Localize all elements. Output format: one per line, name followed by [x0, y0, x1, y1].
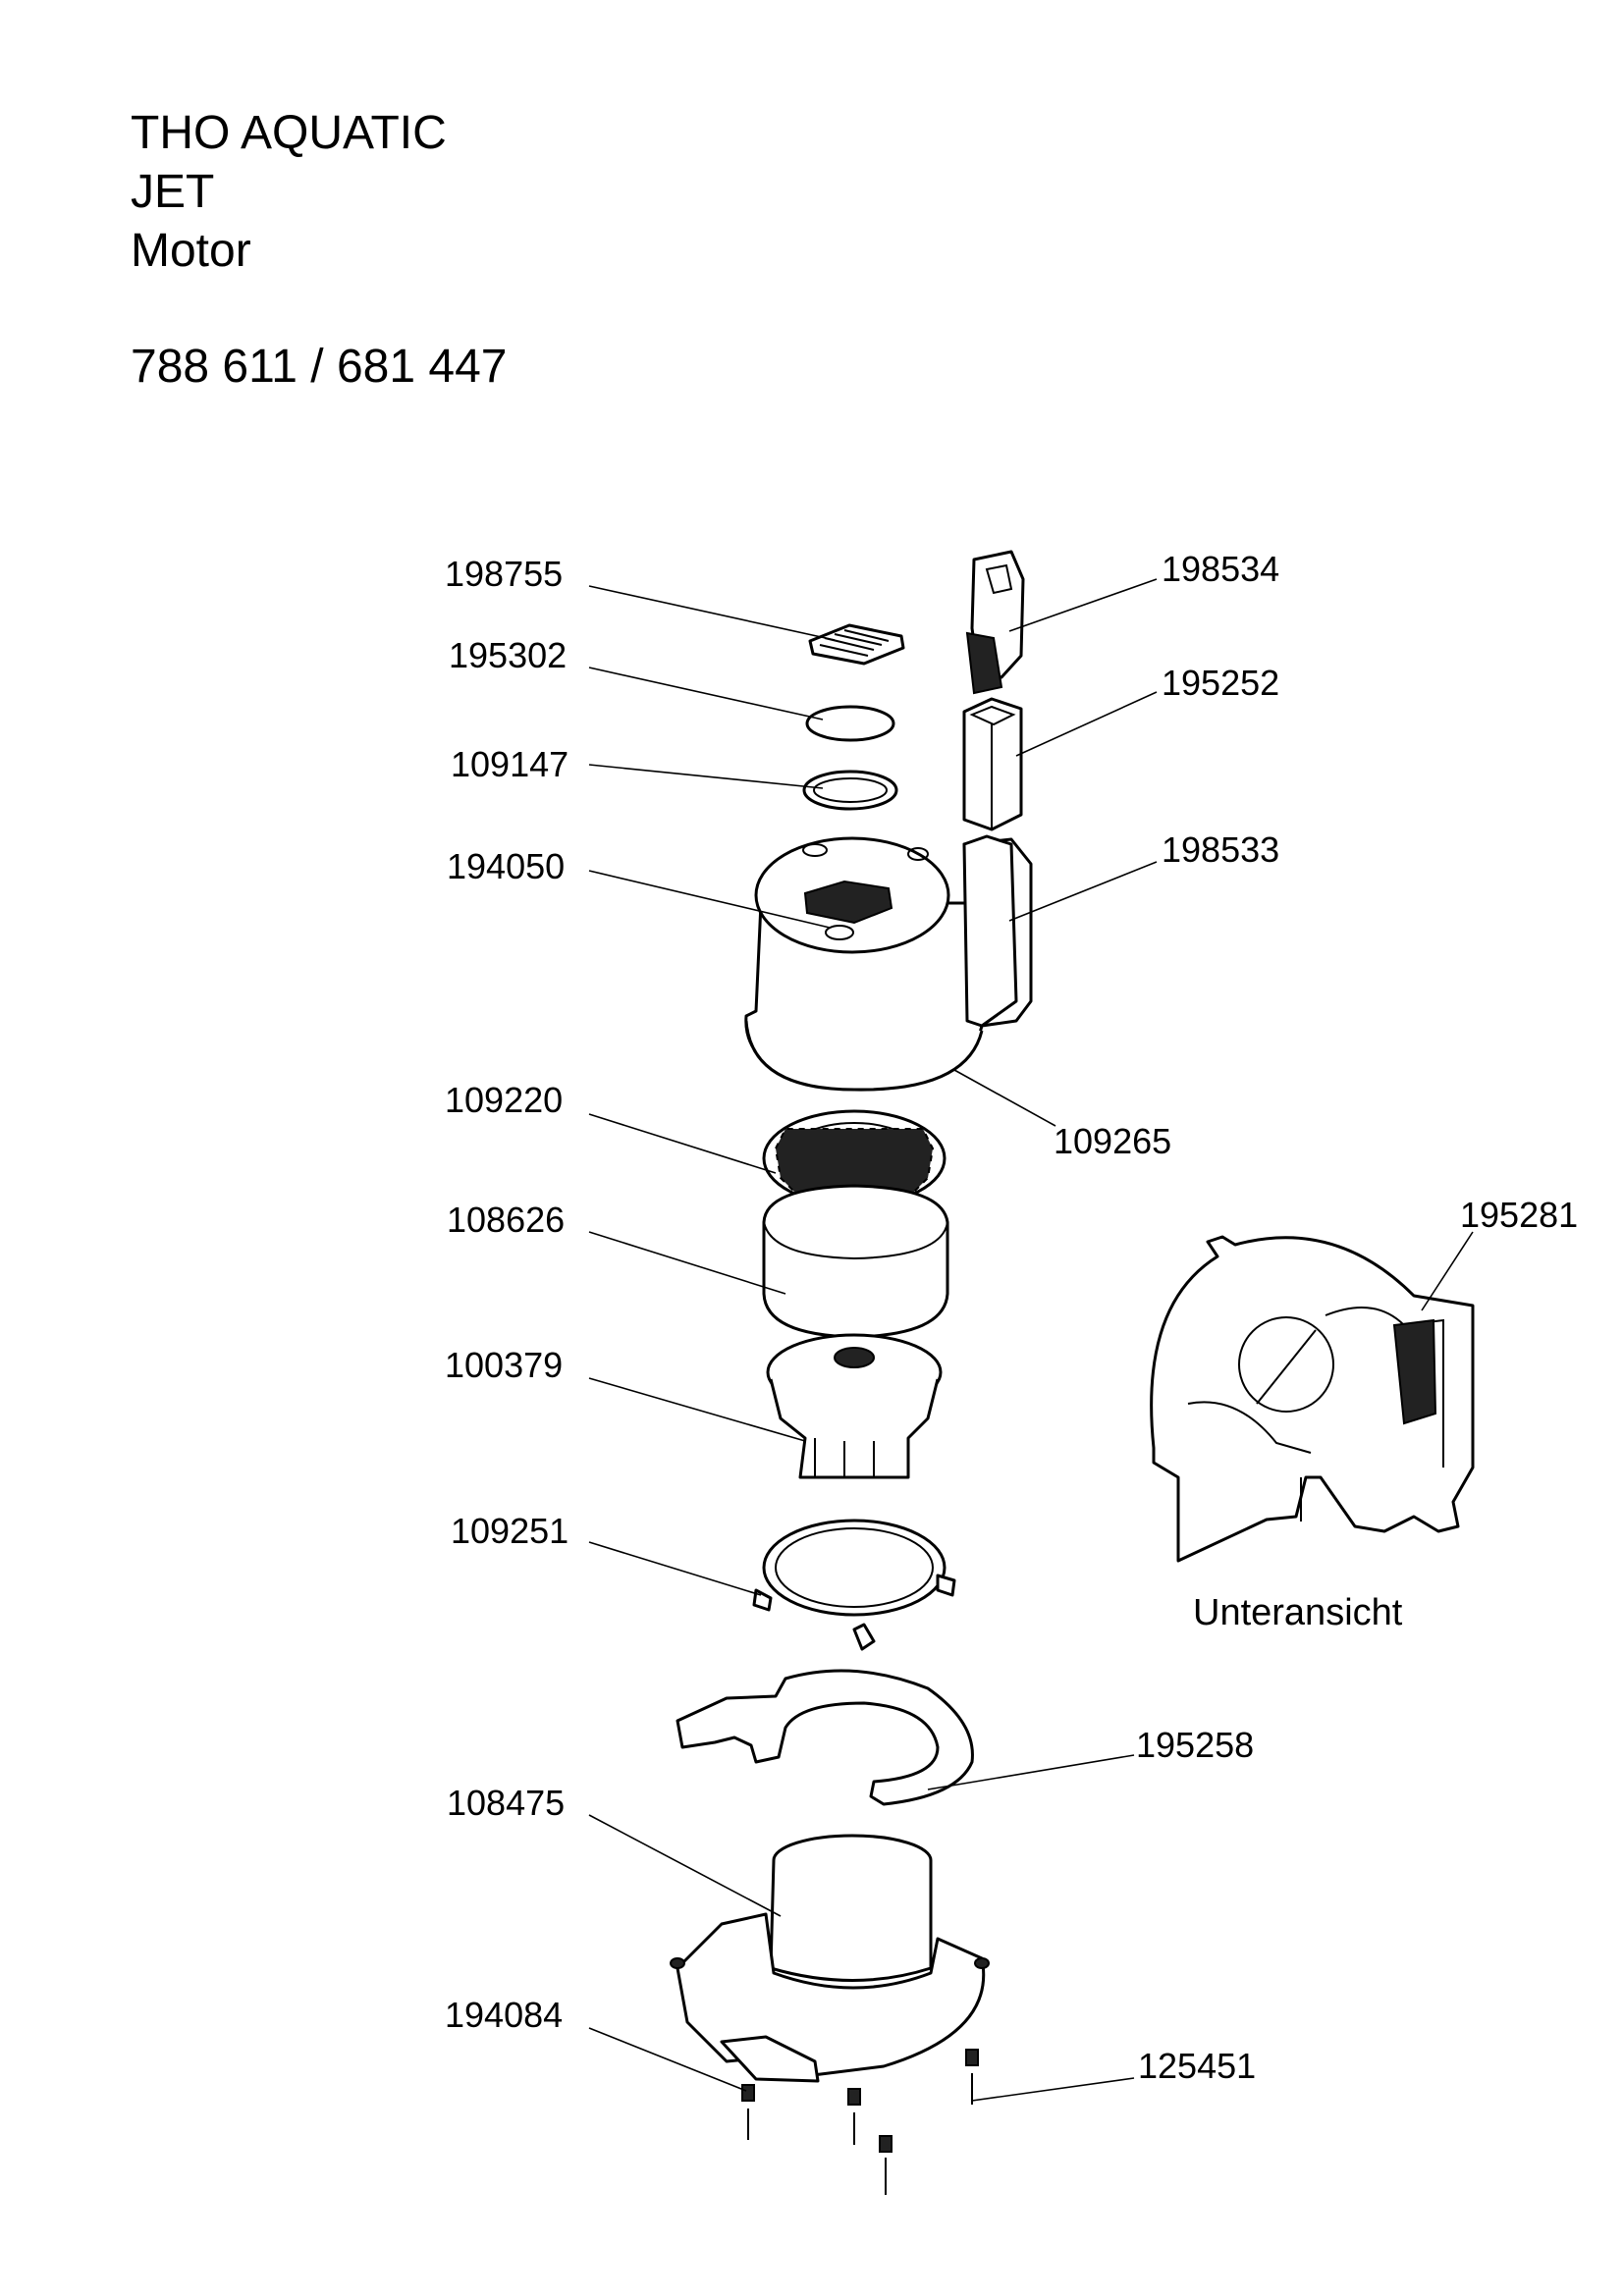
part-100379-rotor [766, 1333, 943, 1479]
label-part: 109147 [451, 744, 568, 784]
inset-caption: Unteransicht [1193, 1592, 1403, 1633]
label-part: 198534 [1162, 549, 1279, 589]
part-198534-cable-plug [965, 550, 1025, 695]
label-part: 194050 [447, 846, 565, 886]
part-195252-sleeve [962, 697, 1023, 831]
assembly-title: Motor [131, 225, 251, 277]
part-109251-ring [752, 1519, 956, 1651]
part-108626-magnet [762, 1184, 949, 1339]
part-198755-grille [808, 623, 905, 666]
part-195258-plate [676, 1669, 974, 1806]
product-title: JET [131, 166, 215, 218]
part-198533-cable-housing [962, 834, 1018, 1028]
label-part: 195281 [1460, 1195, 1578, 1235]
part-125451-screw [965, 2049, 979, 2105]
label-part: 198533 [1162, 829, 1279, 870]
label-part: 109220 [445, 1080, 563, 1120]
label-part: 125451 [1138, 2046, 1256, 2086]
label-part: 108626 [447, 1200, 565, 1240]
label-part: 195258 [1136, 1725, 1254, 1765]
label-part: 194084 [445, 1995, 563, 2035]
label-part: 108475 [447, 1783, 565, 1823]
label-part: 100379 [445, 1345, 563, 1385]
brand-title: THO AQUATIC [131, 107, 447, 159]
label-part: 109251 [451, 1511, 568, 1551]
article-numbers: 788 611 / 681 447 [131, 341, 508, 393]
label-part: 195252 [1162, 663, 1279, 703]
part-108475-base [670, 1834, 990, 2083]
label-part: 198755 [445, 554, 563, 594]
inset-bottom-view [1150, 1235, 1475, 1563]
leader-lines [588, 578, 1474, 2102]
label-part: 109265 [1054, 1121, 1171, 1161]
part-194084-screws [741, 2084, 893, 2195]
part-195302-seal [805, 705, 895, 742]
label-part: 195302 [449, 635, 567, 675]
part-109147-oring [802, 770, 898, 811]
part-109265-gasket [744, 1020, 984, 1092]
part-109220-ring [762, 1109, 947, 1207]
